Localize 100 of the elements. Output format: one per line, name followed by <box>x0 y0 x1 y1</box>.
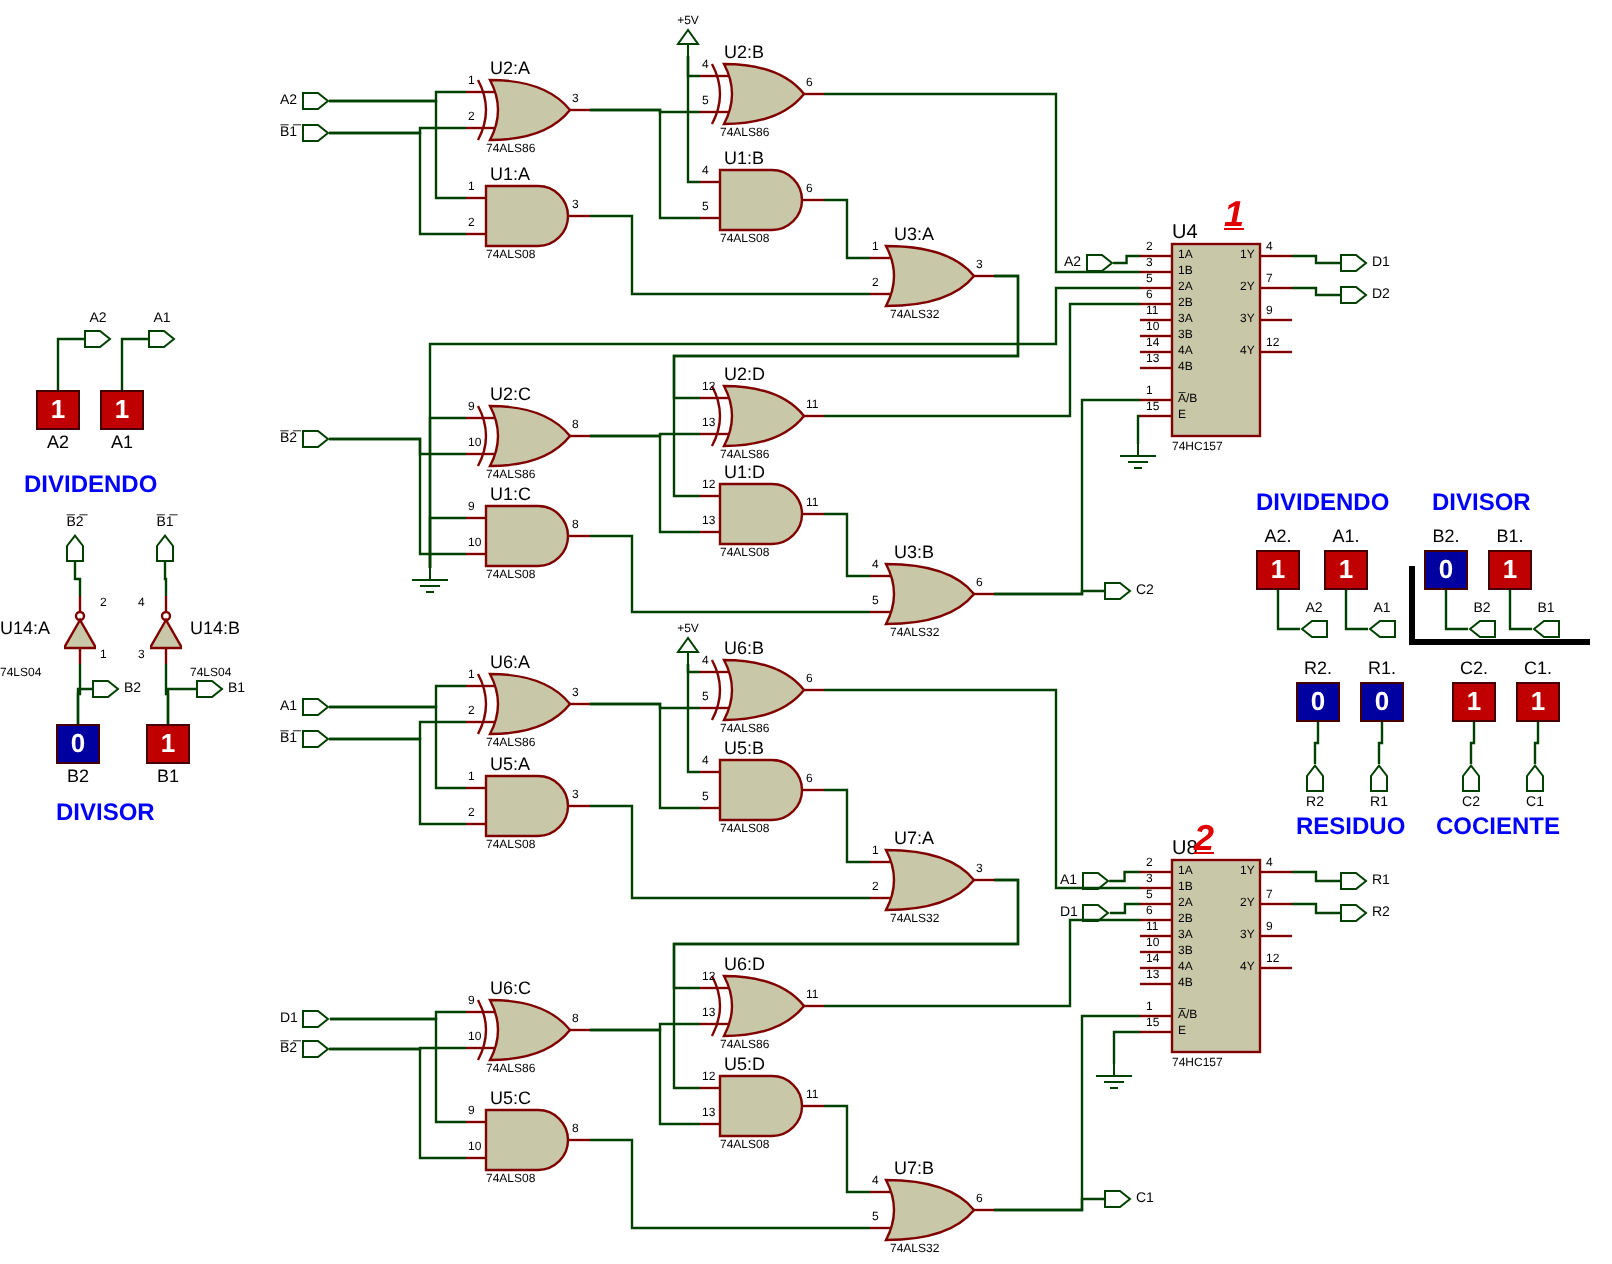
wire <box>824 788 870 864</box>
wire <box>120 337 148 390</box>
wire <box>1508 590 1532 631</box>
logic-switch: 1 <box>1488 550 1532 590</box>
part-reference: U2:B <box>724 44 765 62</box>
part-reference: U7:A <box>894 830 935 848</box>
logic-switch: 0 <box>56 724 100 764</box>
group-label: DIVIDENDO <box>24 472 158 496</box>
wire <box>590 1028 700 1126</box>
group-label: DIVISOR <box>1432 490 1531 514</box>
switch-label: B2 <box>66 768 89 786</box>
wire <box>1313 722 1320 764</box>
wire <box>1469 722 1476 764</box>
wire <box>994 1014 1140 1212</box>
wire <box>1292 870 1340 883</box>
wire <box>824 688 1140 890</box>
wire <box>672 878 1020 1090</box>
part-reference: U5:B <box>724 740 765 758</box>
logic-switch: 1 <box>146 724 190 764</box>
switch-label: A1. <box>1332 528 1360 546</box>
part-reference: U6:B <box>724 640 765 658</box>
wire <box>163 562 168 596</box>
switch-label: R2. <box>1303 660 1332 678</box>
wire <box>824 512 870 578</box>
wire <box>329 99 466 200</box>
sheet-marker: 2 <box>1194 820 1215 856</box>
part-reference: U4 <box>1172 224 1198 244</box>
wire <box>329 1017 466 1124</box>
logic-probe: 1 <box>1516 682 1560 722</box>
logic-switch: 1 <box>1324 550 1368 590</box>
wire <box>329 131 466 236</box>
wire <box>590 804 870 900</box>
switch-label: C2. <box>1459 660 1488 678</box>
part-reference: U1:D <box>724 464 766 482</box>
part-reference: U2:A <box>490 60 531 78</box>
wire <box>686 56 700 184</box>
wire <box>1292 902 1340 915</box>
wire <box>1292 286 1340 297</box>
wire <box>76 687 92 724</box>
part-reference: U6:D <box>724 956 766 974</box>
wire <box>824 1104 870 1194</box>
wire <box>824 198 870 260</box>
wire <box>56 337 84 390</box>
part-reference: U6:A <box>490 654 531 672</box>
switch-label: B1 <box>156 768 179 786</box>
part-reference: U14:A <box>0 620 51 638</box>
switch-label: R1. <box>1367 660 1396 678</box>
wire <box>1533 722 1540 764</box>
wire <box>1444 590 1468 631</box>
wire <box>166 687 196 724</box>
wire <box>686 664 700 774</box>
part-reference: U5:C <box>490 1090 532 1108</box>
wire <box>824 302 1140 418</box>
wire <box>590 1138 870 1230</box>
wire <box>824 92 1140 274</box>
wire <box>73 562 82 596</box>
logic-switch: 0 <box>1424 550 1468 590</box>
wire <box>994 398 1140 596</box>
group-label: COCIENTE <box>1436 814 1561 838</box>
part-reference: U3:B <box>894 544 935 562</box>
wire <box>1112 1030 1140 1064</box>
wire <box>824 918 1140 1008</box>
wire <box>1377 722 1384 764</box>
logic-switch: 1 <box>36 390 80 430</box>
wire <box>590 702 700 810</box>
wire <box>1113 254 1140 265</box>
wire <box>590 214 870 296</box>
wire <box>329 705 466 790</box>
switch-label: C1. <box>1523 660 1552 678</box>
wire <box>1136 414 1141 444</box>
part-reference: U14:B <box>190 620 241 638</box>
switch-label: A2. <box>1264 528 1292 546</box>
part-reference: U1:C <box>490 486 532 504</box>
wire <box>1109 870 1140 883</box>
part-reference: U2:D <box>724 366 766 384</box>
wire <box>590 108 700 220</box>
wire <box>329 737 466 826</box>
wire <box>329 1047 466 1160</box>
part-reference: U7:B <box>894 1160 935 1178</box>
logic-probe: 1 <box>1452 682 1496 722</box>
switch-label: A2 <box>46 434 69 452</box>
logic-switch: 1 <box>1256 550 1300 590</box>
logic-probe: 0 <box>1296 682 1340 722</box>
part-reference: U5:D <box>724 1056 766 1074</box>
part-reference: U1:B <box>724 150 765 168</box>
wire <box>1109 902 1140 915</box>
wire <box>590 534 870 614</box>
wire <box>1344 590 1368 631</box>
logic-switch: 1 <box>100 390 144 430</box>
part-reference: U5:A <box>490 756 531 774</box>
part-reference: U2:C <box>490 386 532 404</box>
part-reference: U6:C <box>490 980 532 998</box>
wire <box>590 434 700 534</box>
group-label: DIVIDENDO <box>1256 490 1390 514</box>
sheet-marker: 1 <box>1224 196 1245 232</box>
wire <box>428 286 1140 568</box>
logic-probe: 0 <box>1360 682 1404 722</box>
wire <box>1292 254 1340 265</box>
part-reference: U3:A <box>894 226 935 244</box>
switch-label: B1. <box>1496 528 1524 546</box>
